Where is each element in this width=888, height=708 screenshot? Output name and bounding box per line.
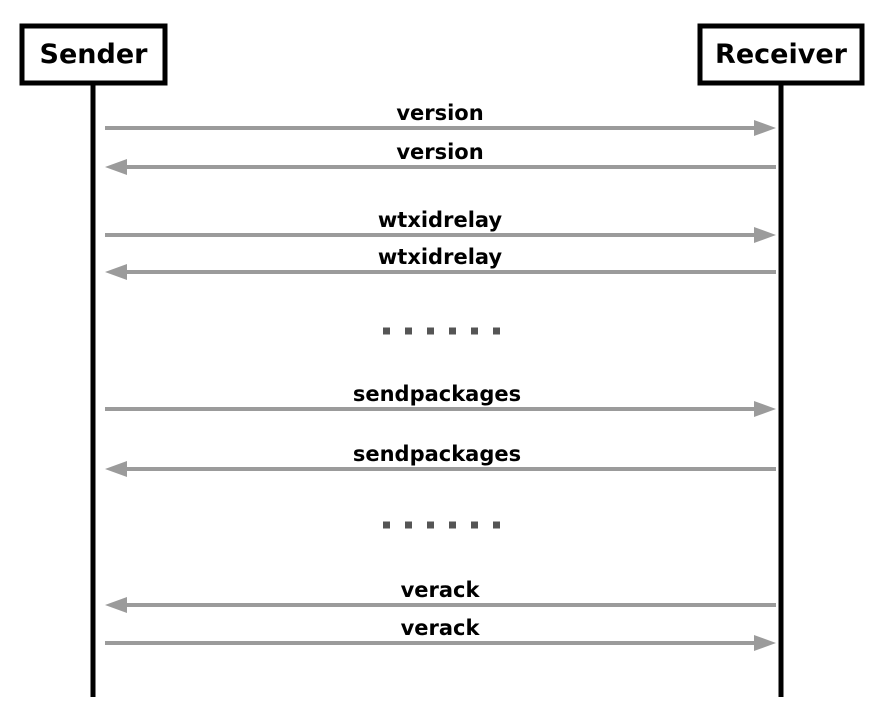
message-1-version[interactable]: version — [105, 101, 776, 136]
message-label: wtxidrelay — [378, 208, 503, 232]
ellipsis-dot — [493, 327, 500, 335]
message-label: verack — [401, 578, 481, 602]
message-label: version — [396, 101, 483, 125]
ellipsis-dot — [493, 521, 500, 529]
message-label: verack — [401, 616, 481, 640]
message-3-wtxidrelay[interactable]: wtxidrelay — [105, 208, 776, 243]
ellipsis-dot — [427, 521, 434, 529]
actor-header-sender[interactable]: Sender — [19, 23, 168, 86]
ellipsis-dot — [405, 521, 412, 529]
ellipsis-dot — [405, 327, 412, 335]
ellipsis-dot — [383, 327, 390, 335]
ellipsis-1 — [383, 327, 500, 335]
actor-box — [697, 23, 865, 86]
ellipsis-dot — [449, 521, 456, 529]
arrow-head-right-icon — [754, 635, 776, 651]
ellipsis-separators-layer — [383, 327, 500, 529]
ellipsis-dot — [471, 327, 478, 335]
ellipsis-dot — [383, 521, 390, 529]
ellipsis-2 — [383, 521, 500, 529]
message-label: version — [396, 140, 483, 164]
message-5-sendpackages[interactable]: sendpackages — [105, 382, 776, 417]
actor-label: Receiver — [715, 39, 848, 70]
message-label: sendpackages — [353, 382, 521, 406]
lifelines-layer — [90, 83, 784, 697]
ellipsis-dot — [471, 521, 478, 529]
ellipsis-dot — [449, 327, 456, 335]
actor-header-receiver[interactable]: Receiver — [697, 23, 865, 86]
arrow-head-left-icon — [105, 597, 127, 613]
message-label: wtxidrelay — [378, 245, 503, 269]
message-7-verack[interactable]: verack — [105, 578, 776, 613]
actor-headers-layer: Sender Receiver — [19, 23, 865, 86]
messages-layer: version version wtxidrelay wtxidrelay sendpa… — [105, 101, 776, 651]
ellipsis-dot — [427, 327, 434, 335]
arrow-head-left-icon — [105, 159, 127, 175]
arrow-head-left-icon — [105, 264, 127, 280]
message-2-version[interactable]: version — [105, 140, 776, 175]
message-8-verack[interactable]: verack — [105, 616, 776, 651]
arrow-head-right-icon — [754, 227, 776, 243]
message-6-sendpackages[interactable]: sendpackages — [105, 442, 776, 477]
arrow-head-right-icon — [754, 120, 776, 136]
message-4-wtxidrelay[interactable]: wtxidrelay — [105, 245, 776, 280]
arrow-head-right-icon — [754, 401, 776, 417]
message-label: sendpackages — [353, 442, 521, 466]
actor-label: Sender — [40, 39, 149, 70]
arrow-head-left-icon — [105, 461, 127, 477]
actor-box — [19, 23, 168, 86]
